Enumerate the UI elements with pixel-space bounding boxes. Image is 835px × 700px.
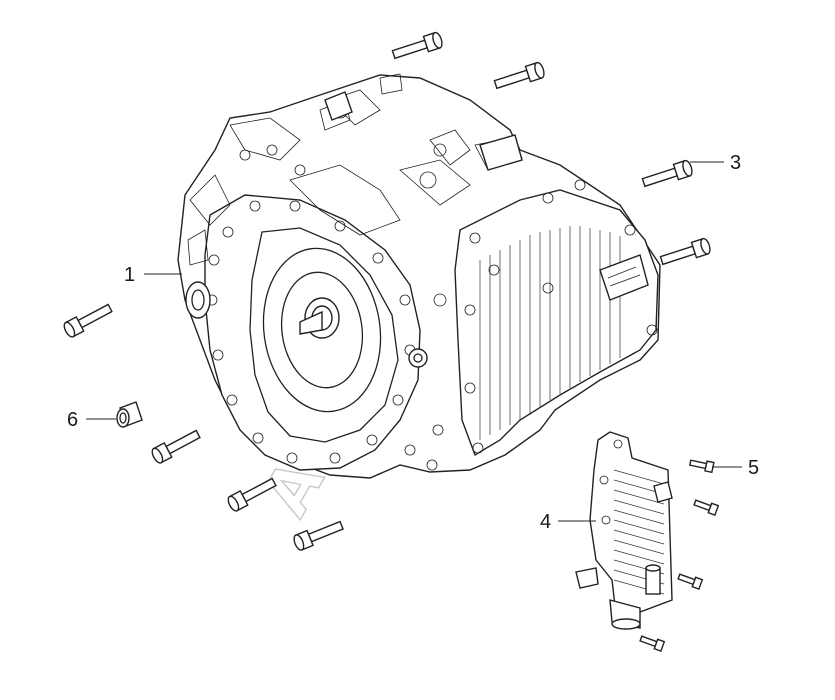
small-bolt-b[interactable] bbox=[677, 572, 704, 590]
bolt-bottom-left[interactable] bbox=[226, 475, 278, 513]
callout-3: 3 bbox=[730, 152, 741, 174]
transmission-assembly[interactable] bbox=[177, 73, 661, 479]
bushing-part-6[interactable] bbox=[116, 401, 143, 428]
oil-cooler-part-4[interactable] bbox=[575, 431, 673, 630]
callout-5: 5 bbox=[748, 457, 759, 479]
bolt-bottom-center[interactable] bbox=[292, 518, 344, 552]
bolt-top-left[interactable] bbox=[391, 31, 443, 62]
bolt-left-lower[interactable] bbox=[150, 427, 202, 465]
small-bolt-c[interactable] bbox=[639, 634, 666, 652]
bolt-part-3[interactable] bbox=[641, 159, 693, 190]
callout-4: 4 bbox=[540, 511, 551, 533]
small-bolt-a[interactable] bbox=[693, 498, 720, 516]
bolt-top-center[interactable] bbox=[493, 61, 545, 92]
callout-1: 1 bbox=[124, 264, 135, 286]
bolt-left-upper[interactable] bbox=[62, 301, 114, 339]
small-bolt-part-5[interactable] bbox=[688, 458, 715, 474]
bolt-right[interactable] bbox=[659, 237, 711, 268]
callout-6: 6 bbox=[67, 409, 78, 431]
